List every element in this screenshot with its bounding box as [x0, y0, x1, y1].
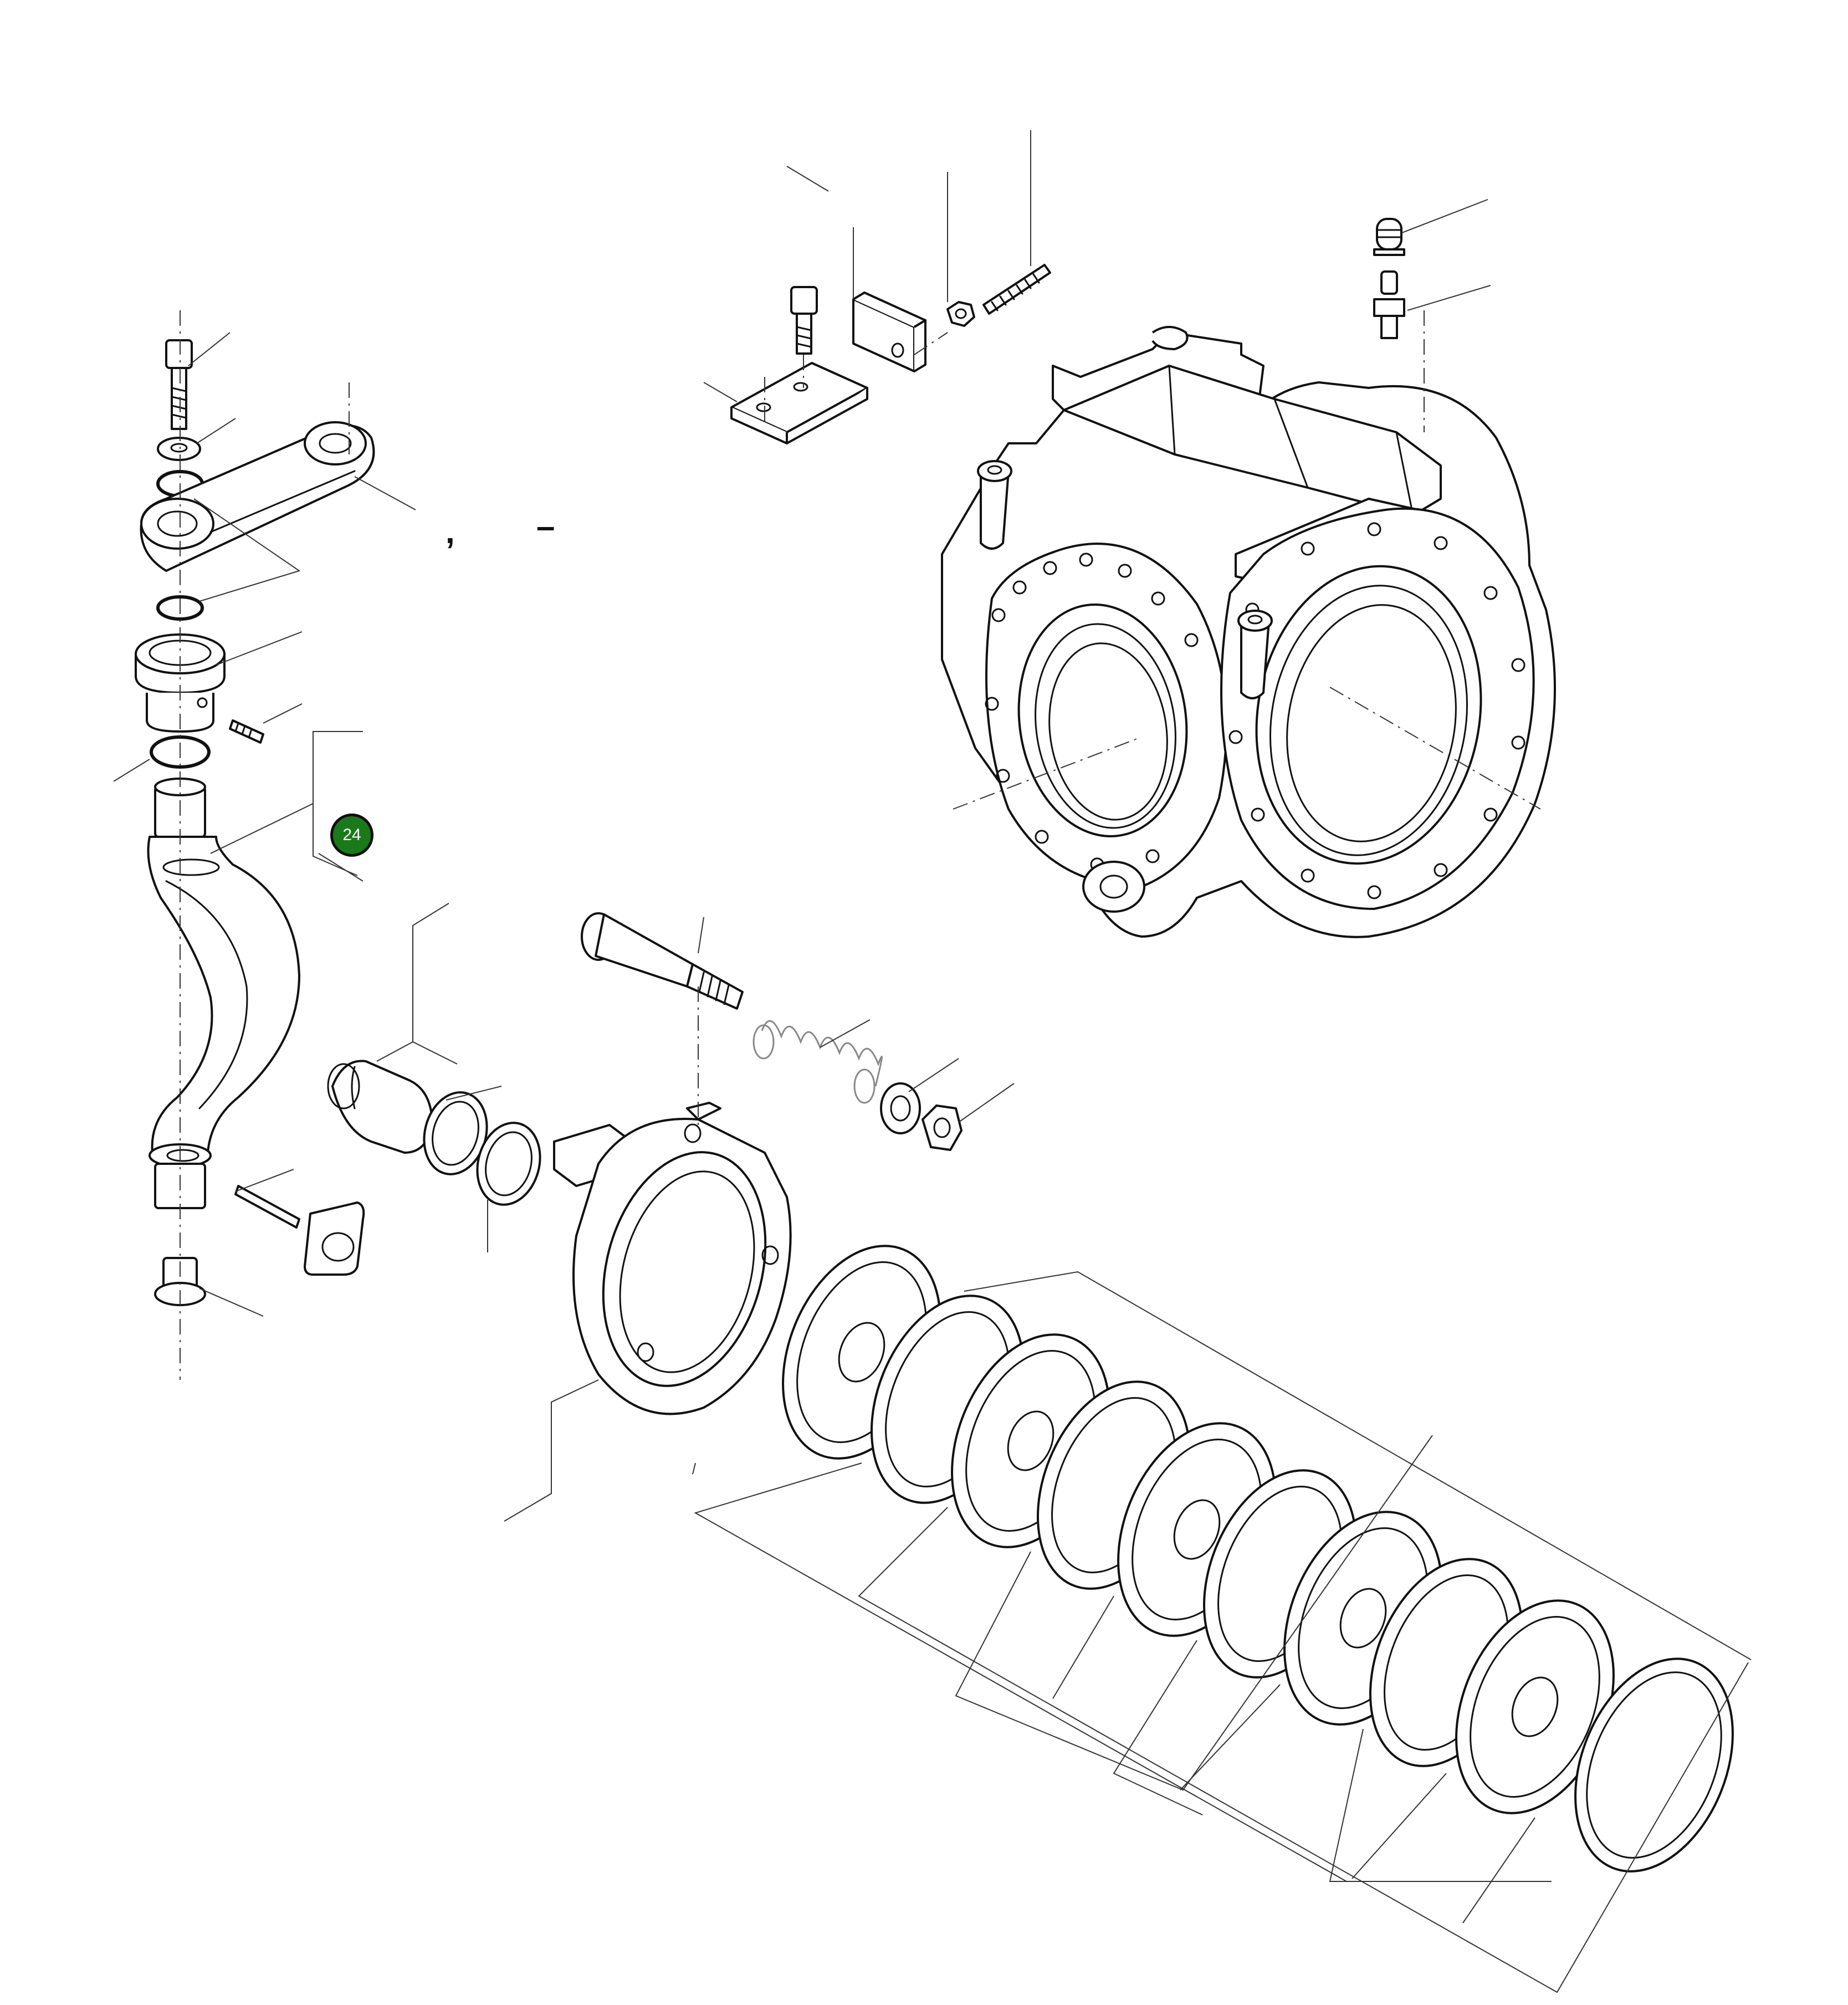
housing-bosses	[977, 326, 1273, 913]
stray-dash-mark: –	[536, 508, 555, 545]
set-screw	[229, 719, 264, 744]
seal-ring	[476, 1122, 541, 1206]
callout-badge-24[interactable]: 24	[330, 814, 373, 857]
stud	[982, 264, 1051, 315]
breather	[1373, 270, 1405, 339]
bolt	[790, 286, 818, 355]
axle-housing	[941, 326, 1556, 938]
plate	[852, 291, 926, 372]
grease-fitting	[1373, 218, 1405, 256]
plate-with-holes	[730, 362, 868, 444]
callout-label: 24	[342, 826, 361, 844]
o-ring	[156, 595, 204, 621]
bushing	[135, 633, 226, 733]
leader-lines	[113, 130, 1491, 1522]
steering-arm	[140, 421, 375, 572]
cap-screw	[581, 912, 744, 1010]
disc-group-lines	[694, 1271, 1752, 1993]
washer	[880, 1082, 921, 1134]
hex-bolt	[165, 339, 193, 430]
flat-washer	[157, 437, 201, 461]
shaft-seal	[327, 1060, 433, 1154]
bearing-cup	[553, 1102, 792, 1415]
steering-knuckle-pin	[147, 778, 300, 1209]
center-lines	[180, 310, 1541, 1380]
nut	[946, 301, 975, 327]
separator-disc	[1574, 1658, 1734, 1873]
spring	[752, 1020, 883, 1104]
stray-comma-mark: ,	[446, 513, 455, 550]
lock-nut	[922, 1104, 963, 1151]
housing-bolt-holes	[985, 522, 1526, 899]
bolt-and-plate	[234, 1185, 365, 1276]
